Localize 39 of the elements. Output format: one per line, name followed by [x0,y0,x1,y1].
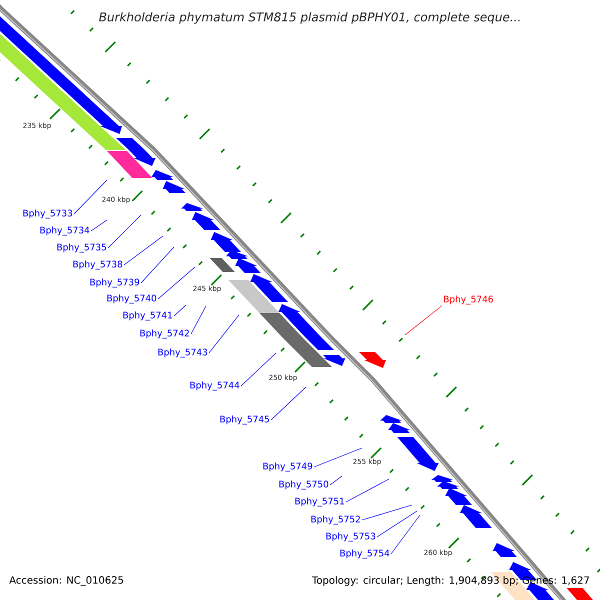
leader-line [362,504,412,520]
gene-label: Bphy_5749 [263,462,312,472]
leader-line [140,246,174,284]
gene-label: Bphy_5740 [107,294,156,304]
leader-line [240,352,276,386]
gene-label: Bphy_5744 [190,382,240,390]
gene-label: Bphy_5734 [40,226,90,236]
gene-label: Bphy_5750 [279,480,328,490]
gene-label: Bphy_5745 [220,416,270,424]
title: Burkholderia phymatum STM815 plasmid pBPHY01, complete seque... [99,12,520,24]
gene-label: Bphy_5738 [73,260,122,270]
gene-label: Bphy_5751 [295,498,344,506]
leader-line [124,236,164,266]
gene-label: Bphy_5754 [340,550,390,558]
gene-label: Bphy_5735 [57,244,106,252]
leader-line [346,478,390,502]
gene-label: Bphy_5741 [123,312,172,320]
leader-line [190,306,206,334]
gene-label: Bphy_5742 [140,330,189,338]
gene-label: Bphy_5752 [311,516,360,524]
leader-line [90,220,108,232]
gene-label: Bphy_5733 [23,210,72,218]
gene-label: Bphy_5743 [158,348,208,358]
leader-line [270,386,306,420]
leader-line [314,448,362,468]
footer-text: Accession: NC_010625 [9,576,124,586]
leader-line [174,304,186,316]
gene-label: Bphy_5753 [326,532,376,542]
leader-line [208,314,240,354]
leader-line [330,476,342,486]
leader-line [376,510,418,538]
leader-line [390,514,420,554]
gene-label: Bphy_5746 [444,296,493,304]
leader-line [404,305,442,336]
leader-line [74,180,108,214]
footer-text: Topology: circular; Length: 1,904,893 bp; Genes: 1,627 [312,576,589,586]
leader-line [158,266,196,300]
gene-label: Bphy_5739 [90,278,140,288]
leader-line [108,214,142,248]
